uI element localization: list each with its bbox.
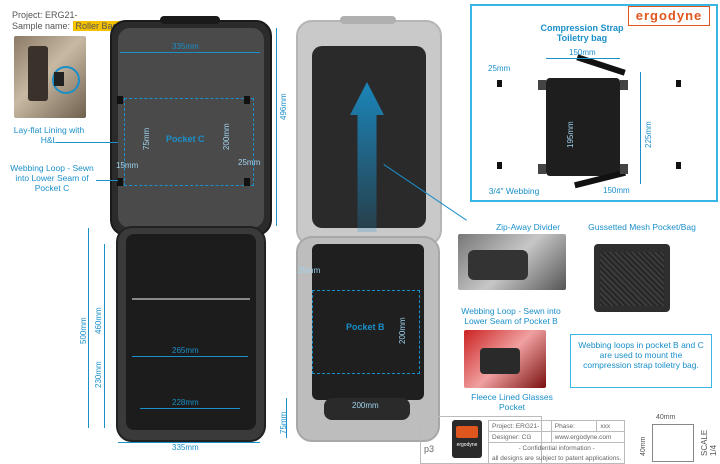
callout-fleece: Fleece Lined Glasses Pocket xyxy=(471,392,553,412)
tb-project: Project: ERG21- xyxy=(488,420,552,432)
tb-phase-label: Phase: xyxy=(550,420,598,432)
dim-pocket-c-h: 200mm xyxy=(222,123,231,150)
scale-box xyxy=(652,424,694,462)
note-text: Webbing loops in pocket B and C are used… xyxy=(578,340,704,370)
callout-zip-divider: Zip-Away Divider xyxy=(495,222,561,232)
right-bag-upper xyxy=(296,20,442,246)
mesh-bag-photo xyxy=(594,244,670,312)
strap-buckle xyxy=(538,80,546,90)
dim-inner-228: 228mm xyxy=(172,398,199,407)
callout-webbing-c: Webbing Loop - Sewn into Lower Seam of P… xyxy=(10,163,94,193)
dim-bottom-width: 335mm xyxy=(172,443,199,452)
dim-loop-25: 25mm xyxy=(238,158,261,167)
dim-pocket-b-h: 200mm xyxy=(398,317,407,344)
ergodyne-logo: ergodyne xyxy=(628,6,710,26)
tb-designer: Designer: CG xyxy=(488,431,552,443)
right-bag-lower xyxy=(296,236,440,442)
webbing-loop xyxy=(244,178,250,186)
scale-label: SCALE 1/4 xyxy=(700,429,718,456)
dim-lower-460: 460mm xyxy=(94,307,103,334)
pocket-c-area xyxy=(124,98,254,186)
left-handle xyxy=(160,16,220,24)
dim-side-75: 75mm xyxy=(279,411,288,434)
dim-inner-265: 265mm xyxy=(172,346,199,355)
tb-phase-value: xxx xyxy=(596,420,626,432)
strap-buckle xyxy=(620,164,628,174)
scale-width: 40mm xyxy=(656,414,676,421)
sample-label: Sample name: xyxy=(12,21,71,31)
dim-lower-230: 230mm xyxy=(94,361,103,388)
strap-dim-loop: 25mm xyxy=(488,64,511,73)
pocket-b-area xyxy=(312,290,420,374)
strap-dim-225: 225mm xyxy=(644,121,653,148)
webbing-loop xyxy=(244,96,250,104)
callout-gusseted: Gussetted Mesh Pocket/Bag xyxy=(588,222,696,232)
dim-loop-15: 15mm xyxy=(116,161,139,170)
webbing-loop xyxy=(676,162,681,169)
webbing-loop xyxy=(497,80,502,87)
dim-lower-500: 500mm xyxy=(79,317,88,344)
callout-lay-flat: Lay-flat Lining with H&L xyxy=(13,125,85,145)
webbing-loop xyxy=(117,178,123,186)
tb-patent: all designs are subject to patent applic… xyxy=(487,453,626,464)
toiletry-bag xyxy=(546,78,620,176)
webbing-loop xyxy=(676,80,681,87)
pocket-c-label: Pocket C xyxy=(166,134,205,144)
dim-right-loop-25: 25mm xyxy=(298,266,321,275)
strap-dim-top: 150mm xyxy=(569,48,596,57)
left-bag-lower xyxy=(116,226,266,442)
sample-value: Roller Bag xyxy=(72,21,121,31)
pocket-b-label: Pocket B xyxy=(346,322,385,332)
tb-confidential: - Confidential information - xyxy=(487,442,626,453)
project-label: Project: ERG21- xyxy=(12,10,78,20)
strap-title: Compression Strap Toiletry bag xyxy=(540,23,624,43)
dim-glasses-w: 200mm xyxy=(352,401,379,410)
webbing-loop xyxy=(497,162,502,169)
ergodyne-badge: ergodyne xyxy=(452,420,482,458)
sample-name-row: Sample name: Roller Bag xyxy=(12,21,121,32)
strap-buckle xyxy=(620,80,628,90)
page-number: p3 xyxy=(424,444,435,454)
webbing-loop xyxy=(117,96,123,104)
strap-buckle xyxy=(538,164,546,174)
dim-top-width: 335mm xyxy=(172,42,199,51)
dim-loop-gap: 75mm xyxy=(142,127,151,150)
note-box: Webbing loops in pocket B and C are used… xyxy=(570,334,712,388)
divider-photo xyxy=(458,234,566,290)
strap-dim-195: 195mm xyxy=(566,121,575,148)
right-handle xyxy=(340,16,396,24)
lining-photo xyxy=(14,36,86,118)
callout-webbing-34: 3/4" Webbing xyxy=(488,186,540,196)
pocket-photo xyxy=(464,330,546,388)
tb-website: www.ergodyne.com xyxy=(550,431,626,443)
strap-dim-bottom: 150mm xyxy=(603,186,630,195)
callout-webbing-b: Webbing Loop - Sewn into Lower Seam of P… xyxy=(461,306,561,326)
dim-height-total: 496mm xyxy=(279,93,288,120)
scale-height: 40mm xyxy=(640,436,647,456)
